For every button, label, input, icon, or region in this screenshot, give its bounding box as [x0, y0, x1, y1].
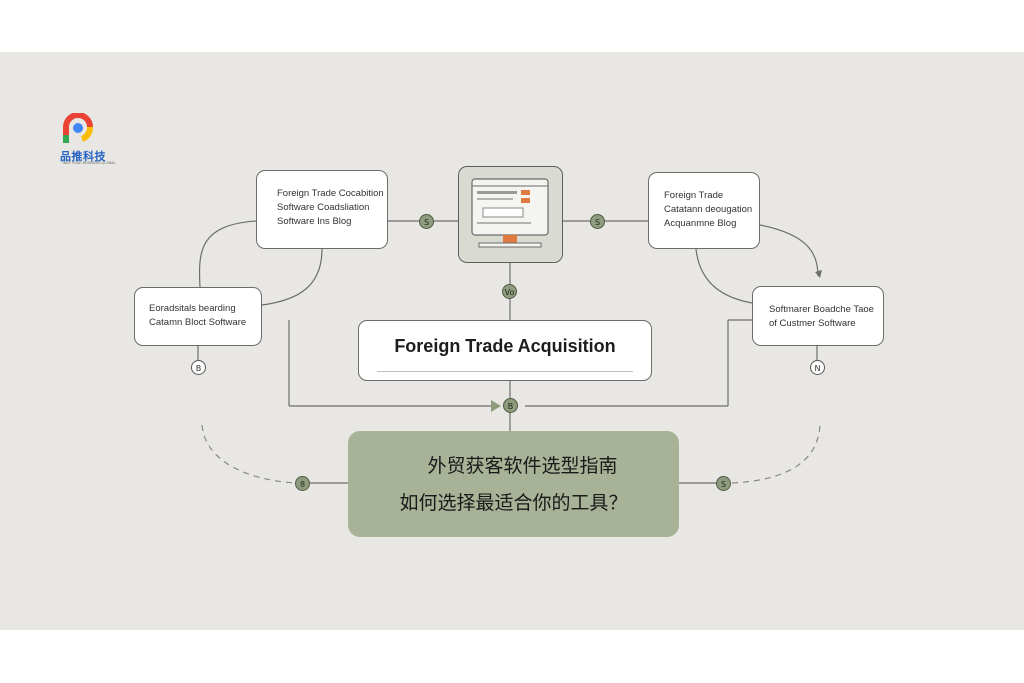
box-line: Foreign Trade	[664, 190, 724, 201]
box-line: Catatann deougation	[664, 204, 753, 215]
diagram-title: Foreign Trade Acquisition	[358, 320, 652, 381]
title-underline	[377, 371, 633, 372]
box-line: Foreign Trade Cocabition	[277, 188, 384, 199]
logo-name: 品推科技	[60, 150, 106, 163]
node-mid-left: B	[191, 360, 206, 375]
monitor-illustration	[458, 166, 563, 263]
node-left-top: S	[419, 214, 434, 229]
box-line: Eoradsitals bearding	[149, 303, 236, 314]
box-mid-right: Softmarer Boadche Taoe of Custmer Softwa…	[752, 286, 884, 346]
box-mid-left: Eoradsitals bearding Catamn Bloct Softwa…	[134, 287, 262, 346]
box-line: Software Coadsliation	[277, 202, 370, 213]
title-text: Foreign Trade Acquisition	[394, 336, 616, 356]
main-topic-box: 外贸获客软件选型指南 如何选择最适合你的工具？	[348, 431, 679, 537]
computer-screen-icon	[471, 178, 549, 248]
box-line: Software Ins Blog	[277, 216, 352, 227]
box-line: Acquanmne Blog	[664, 218, 737, 229]
box-line: Softmarer Boadche Taoe	[769, 304, 874, 315]
box-line: of Custmer Software	[769, 318, 856, 329]
node-right-top: S	[590, 214, 605, 229]
main-line-2: 如何选择最适合你的工具？	[399, 492, 628, 514]
box-top-left: Foreign Trade Cocabition Software Coadsl…	[256, 170, 388, 249]
node-mid-right: N	[810, 360, 825, 375]
node-monitor-bottom: Vo	[502, 284, 517, 299]
node-center: B	[503, 398, 518, 413]
box-line: Catamn Bloct Software	[149, 317, 247, 328]
box-top-right: Foreign Trade Catatann deougation Acquan…	[648, 172, 760, 249]
node-bottom-left: 8	[295, 476, 310, 491]
logo-tagline: TAKE YOUR BUSINESS GLOBAL	[62, 161, 116, 165]
main-line-1: 外贸获客软件选型指南	[427, 455, 618, 477]
node-bottom-right: S	[716, 476, 731, 491]
logo-mark-icon	[63, 112, 93, 143]
brand-logo	[60, 112, 116, 163]
